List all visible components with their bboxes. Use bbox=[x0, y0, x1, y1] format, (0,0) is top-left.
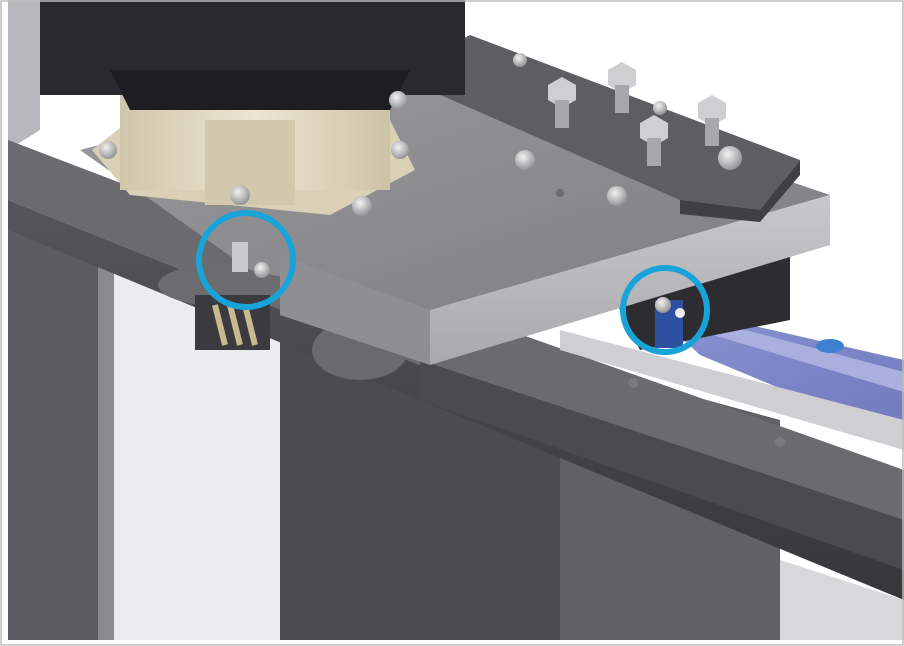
motor-housing-recess bbox=[205, 120, 295, 205]
back-panel bbox=[8, 0, 40, 150]
pinion-teeth bbox=[212, 304, 258, 346]
mounting-plate-side bbox=[280, 255, 430, 365]
socket-bolts bbox=[99, 53, 742, 216]
callout-circle-carriage-icon bbox=[620, 265, 710, 355]
lubrication-fitting-carriage-part bbox=[655, 297, 685, 318]
hex-bolts bbox=[548, 62, 726, 166]
lubrication-fitting-pinion-part bbox=[232, 242, 270, 278]
rail-base bbox=[560, 330, 904, 450]
clamp-bar-edge bbox=[680, 160, 800, 222]
main-beam-lower-face bbox=[420, 360, 904, 570]
left-upright bbox=[8, 200, 110, 640]
clamp-bar bbox=[395, 35, 800, 210]
callout-circle-pinion-icon bbox=[196, 210, 296, 310]
rail-bolt-hole bbox=[816, 339, 844, 353]
beam-screw-1 bbox=[628, 378, 638, 388]
plate-small-hole bbox=[556, 189, 564, 197]
right-lower-panel bbox=[780, 560, 904, 640]
beam-screw-2 bbox=[775, 437, 785, 447]
motor-body-lower bbox=[110, 70, 410, 110]
linear-rail-groove bbox=[700, 318, 904, 392]
mounting-plate-front bbox=[430, 195, 830, 365]
upright-edge bbox=[98, 250, 114, 640]
